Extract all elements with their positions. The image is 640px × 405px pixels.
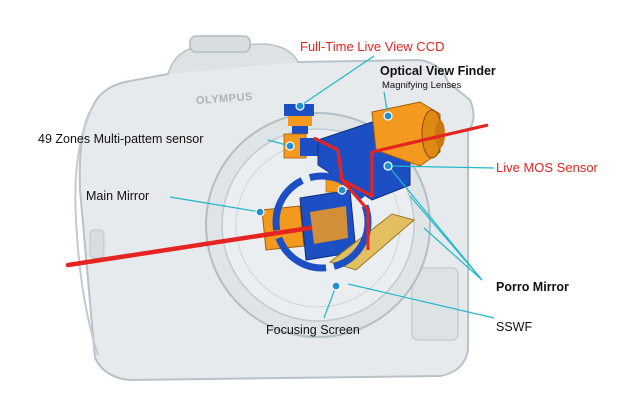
leader-mirror xyxy=(169,196,261,213)
marker-ovf xyxy=(383,111,393,121)
label-full-time-live-view-ccd: Full-Time Live View CCD xyxy=(300,39,445,54)
marker-prism xyxy=(337,185,347,195)
internal-components xyxy=(261,101,445,272)
leader-porro-3 xyxy=(423,227,483,281)
label-multi-pattern-sensor: 49 Zones Multi-pattem sensor xyxy=(38,132,204,146)
label-porro-mirror: Porro Mirror xyxy=(496,280,569,294)
marker-ccd xyxy=(295,101,305,111)
leader-lines xyxy=(169,55,495,319)
markers xyxy=(255,101,393,291)
leader-ccd xyxy=(299,55,375,107)
label-magnifying-lenses: Magnifying Lenses xyxy=(382,80,462,91)
light-path xyxy=(65,123,489,268)
marker-mirror xyxy=(255,207,265,217)
leader-porro-2 xyxy=(409,195,483,281)
label-optical-view-finder: Optical View Finder xyxy=(380,64,496,78)
marker-focus xyxy=(331,281,341,291)
leader-sswf xyxy=(347,283,495,319)
label-live-mos-sensor: Live MOS Sensor xyxy=(496,160,598,175)
leader-focus xyxy=(323,285,337,319)
label-sswf: SSWF xyxy=(496,320,533,334)
marker-mos xyxy=(383,161,393,171)
label-focusing-screen: Focusing Screen xyxy=(266,323,360,337)
marker-multi xyxy=(285,141,295,151)
leader-mos xyxy=(387,165,495,169)
label-main-mirror: Main Mirror xyxy=(86,189,150,203)
